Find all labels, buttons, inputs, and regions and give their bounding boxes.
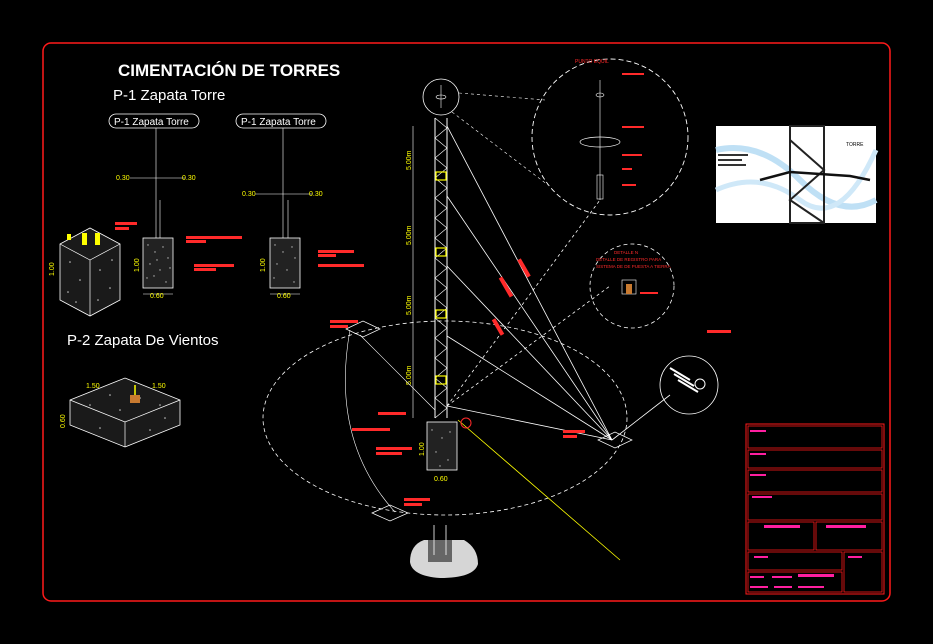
grounding-label-1: DETALLE N — [614, 250, 638, 255]
tag-left-label: P-1 Zapata Torre — [114, 117, 189, 128]
grounding-label-3: SISTEMA DE DE PUESTA A TIERRA — [596, 264, 671, 269]
main-title: CIMENTACIÓN DE TORRES — [118, 61, 340, 80]
dim-spacing-b: 0.30 — [182, 175, 196, 182]
base-dim-width: 0.60 — [434, 476, 448, 483]
vientos-dim-depth: 0.60 — [60, 414, 67, 428]
detail-circle-grounding: DETALLE N DETALLE DE REGISTRO PARA SISTE… — [589, 243, 675, 329]
detail-top-label: PUNTO EQUIL — [575, 59, 609, 65]
tower-mast: 5.00m 5.00m 5.00m 5.00m — [406, 117, 448, 419]
p1-detail-right: P-1 Zapata Torre 0.30 0.30 1.00 0.60 — [235, 113, 364, 300]
base-dim-height: 1.00 — [419, 442, 426, 456]
segment-dim-3: 5.00m — [406, 295, 413, 315]
dim-height-right: 1.00 — [260, 258, 267, 272]
red-annotations — [330, 258, 585, 506]
footing-left — [142, 237, 174, 289]
segment-dim-2: 5.00m — [406, 225, 413, 245]
segment-dim-4: 5.00m — [406, 365, 413, 385]
dim-right-b: 0.30 — [309, 191, 323, 198]
tag-box-left — [108, 113, 200, 129]
tower-top-detail-circle — [422, 78, 460, 116]
iso-footing-p2: 1.50 1.50 0.60 — [60, 377, 181, 448]
vientos-dim-a: 1.50 — [86, 383, 100, 390]
vientos-dim-b: 1.50 — [152, 383, 166, 390]
subtitle-p2: P-2 Zapata De Vientos — [67, 332, 218, 349]
anchor-marker-bottom — [371, 504, 409, 522]
subtitle-p1: P-1 Zapata Torre — [113, 87, 225, 104]
iso-footing-p1: 1.00 — [49, 222, 137, 317]
tower-base-footing: 0.60 1.00 — [419, 417, 472, 483]
dim-right-a: 0.30 — [242, 191, 256, 198]
title-block — [745, 423, 885, 595]
tag-box-right — [235, 113, 327, 129]
photo-inset: TORRE — [714, 125, 879, 224]
dim-width-right: 0.60 — [277, 293, 291, 300]
anchor-marker-left — [345, 320, 381, 338]
photo-label: TORRE — [846, 142, 864, 148]
segment-dim-1: 5.00m — [406, 150, 413, 170]
detail-circle-anchor — [659, 330, 731, 415]
detail-circle-top: PUNTO EQUIL — [531, 58, 689, 216]
p1-detail-left: P-1 Zapata Torre 0.30 0.30 1.00 0.60 — [108, 113, 242, 300]
iso-dim-height: 1.00 — [49, 262, 56, 276]
grounding-label-2: DETALLE DE REGISTRO PARA — [596, 257, 661, 262]
footing-right — [269, 237, 301, 289]
guy-wires — [446, 125, 671, 441]
guy-radius-ellipse — [262, 320, 628, 516]
dim-height-left: 1.00 — [134, 258, 141, 272]
drawing-frame — [42, 42, 891, 602]
dim-width-left: 0.60 — [150, 293, 164, 300]
ground-profile — [410, 525, 478, 578]
tag-right-label: P-1 Zapata Torre — [241, 117, 316, 128]
anchor-marker-right — [597, 431, 633, 449]
dim-spacing-a: 0.30 — [116, 175, 130, 182]
